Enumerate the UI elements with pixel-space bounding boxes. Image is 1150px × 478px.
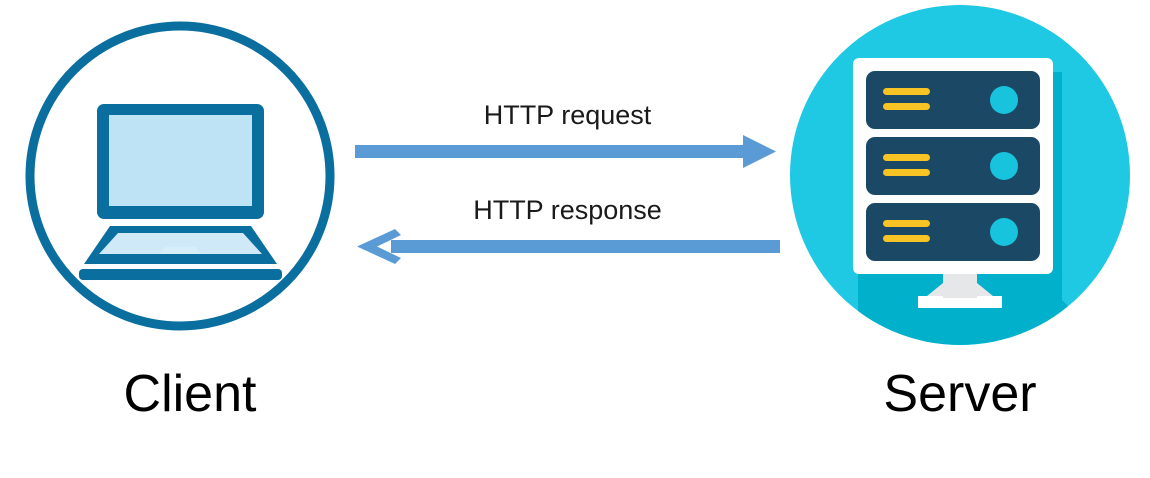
laptop-icon: [79, 104, 282, 280]
response-arrow-head: [357, 229, 401, 264]
server-unit-body: [866, 203, 1040, 261]
server-unit-stripe: [883, 235, 930, 242]
response-arrow-shaft: [391, 240, 780, 253]
server-stand-flare: [927, 283, 993, 296]
server-label: Server: [883, 365, 1037, 423]
server-unit-body: [866, 71, 1040, 129]
server-rack-unit: [866, 203, 1040, 261]
server-stand-foot: [918, 296, 1002, 308]
server-rack-icon: [853, 58, 1053, 308]
server-icon-graphic: [790, 5, 1130, 345]
request-arrow-shaft: [355, 145, 743, 158]
server-unit-stripe: [883, 154, 930, 161]
client-label: Client: [123, 365, 257, 423]
http-response-label: HTTP response: [473, 195, 662, 225]
server-node[interactable]: Server: [770, 0, 1150, 478]
server-unit-led: [990, 152, 1018, 180]
http-request-label: HTTP request: [483, 100, 652, 130]
http-request-arrow-group: HTTP request: [355, 100, 780, 170]
laptop-base-bottom: [79, 269, 282, 280]
request-arrow-head: [743, 135, 776, 168]
server-unit-led: [990, 86, 1018, 114]
server-unit-stripe: [883, 220, 930, 227]
laptop-base-gap: [79, 265, 282, 269]
laptop-keyboard-deck: [99, 233, 262, 254]
client-node[interactable]: Client: [0, 0, 380, 478]
client-icon-graphic: [25, 21, 335, 331]
http-request-arrow-icon: [355, 135, 776, 168]
server-rack-unit: [866, 137, 1040, 195]
laptop-screen: [109, 115, 252, 206]
http-response-arrow-group: HTTP response: [355, 195, 780, 265]
server-unit-led: [990, 218, 1018, 246]
server-unit-stripe: [883, 103, 930, 110]
server-unit-stripe: [883, 88, 930, 95]
server-rack-unit: [866, 71, 1040, 129]
server-unit-body: [866, 137, 1040, 195]
http-response-arrow-icon: [357, 229, 780, 264]
server-unit-stripe: [883, 169, 930, 176]
laptop-trackpad: [160, 247, 201, 254]
